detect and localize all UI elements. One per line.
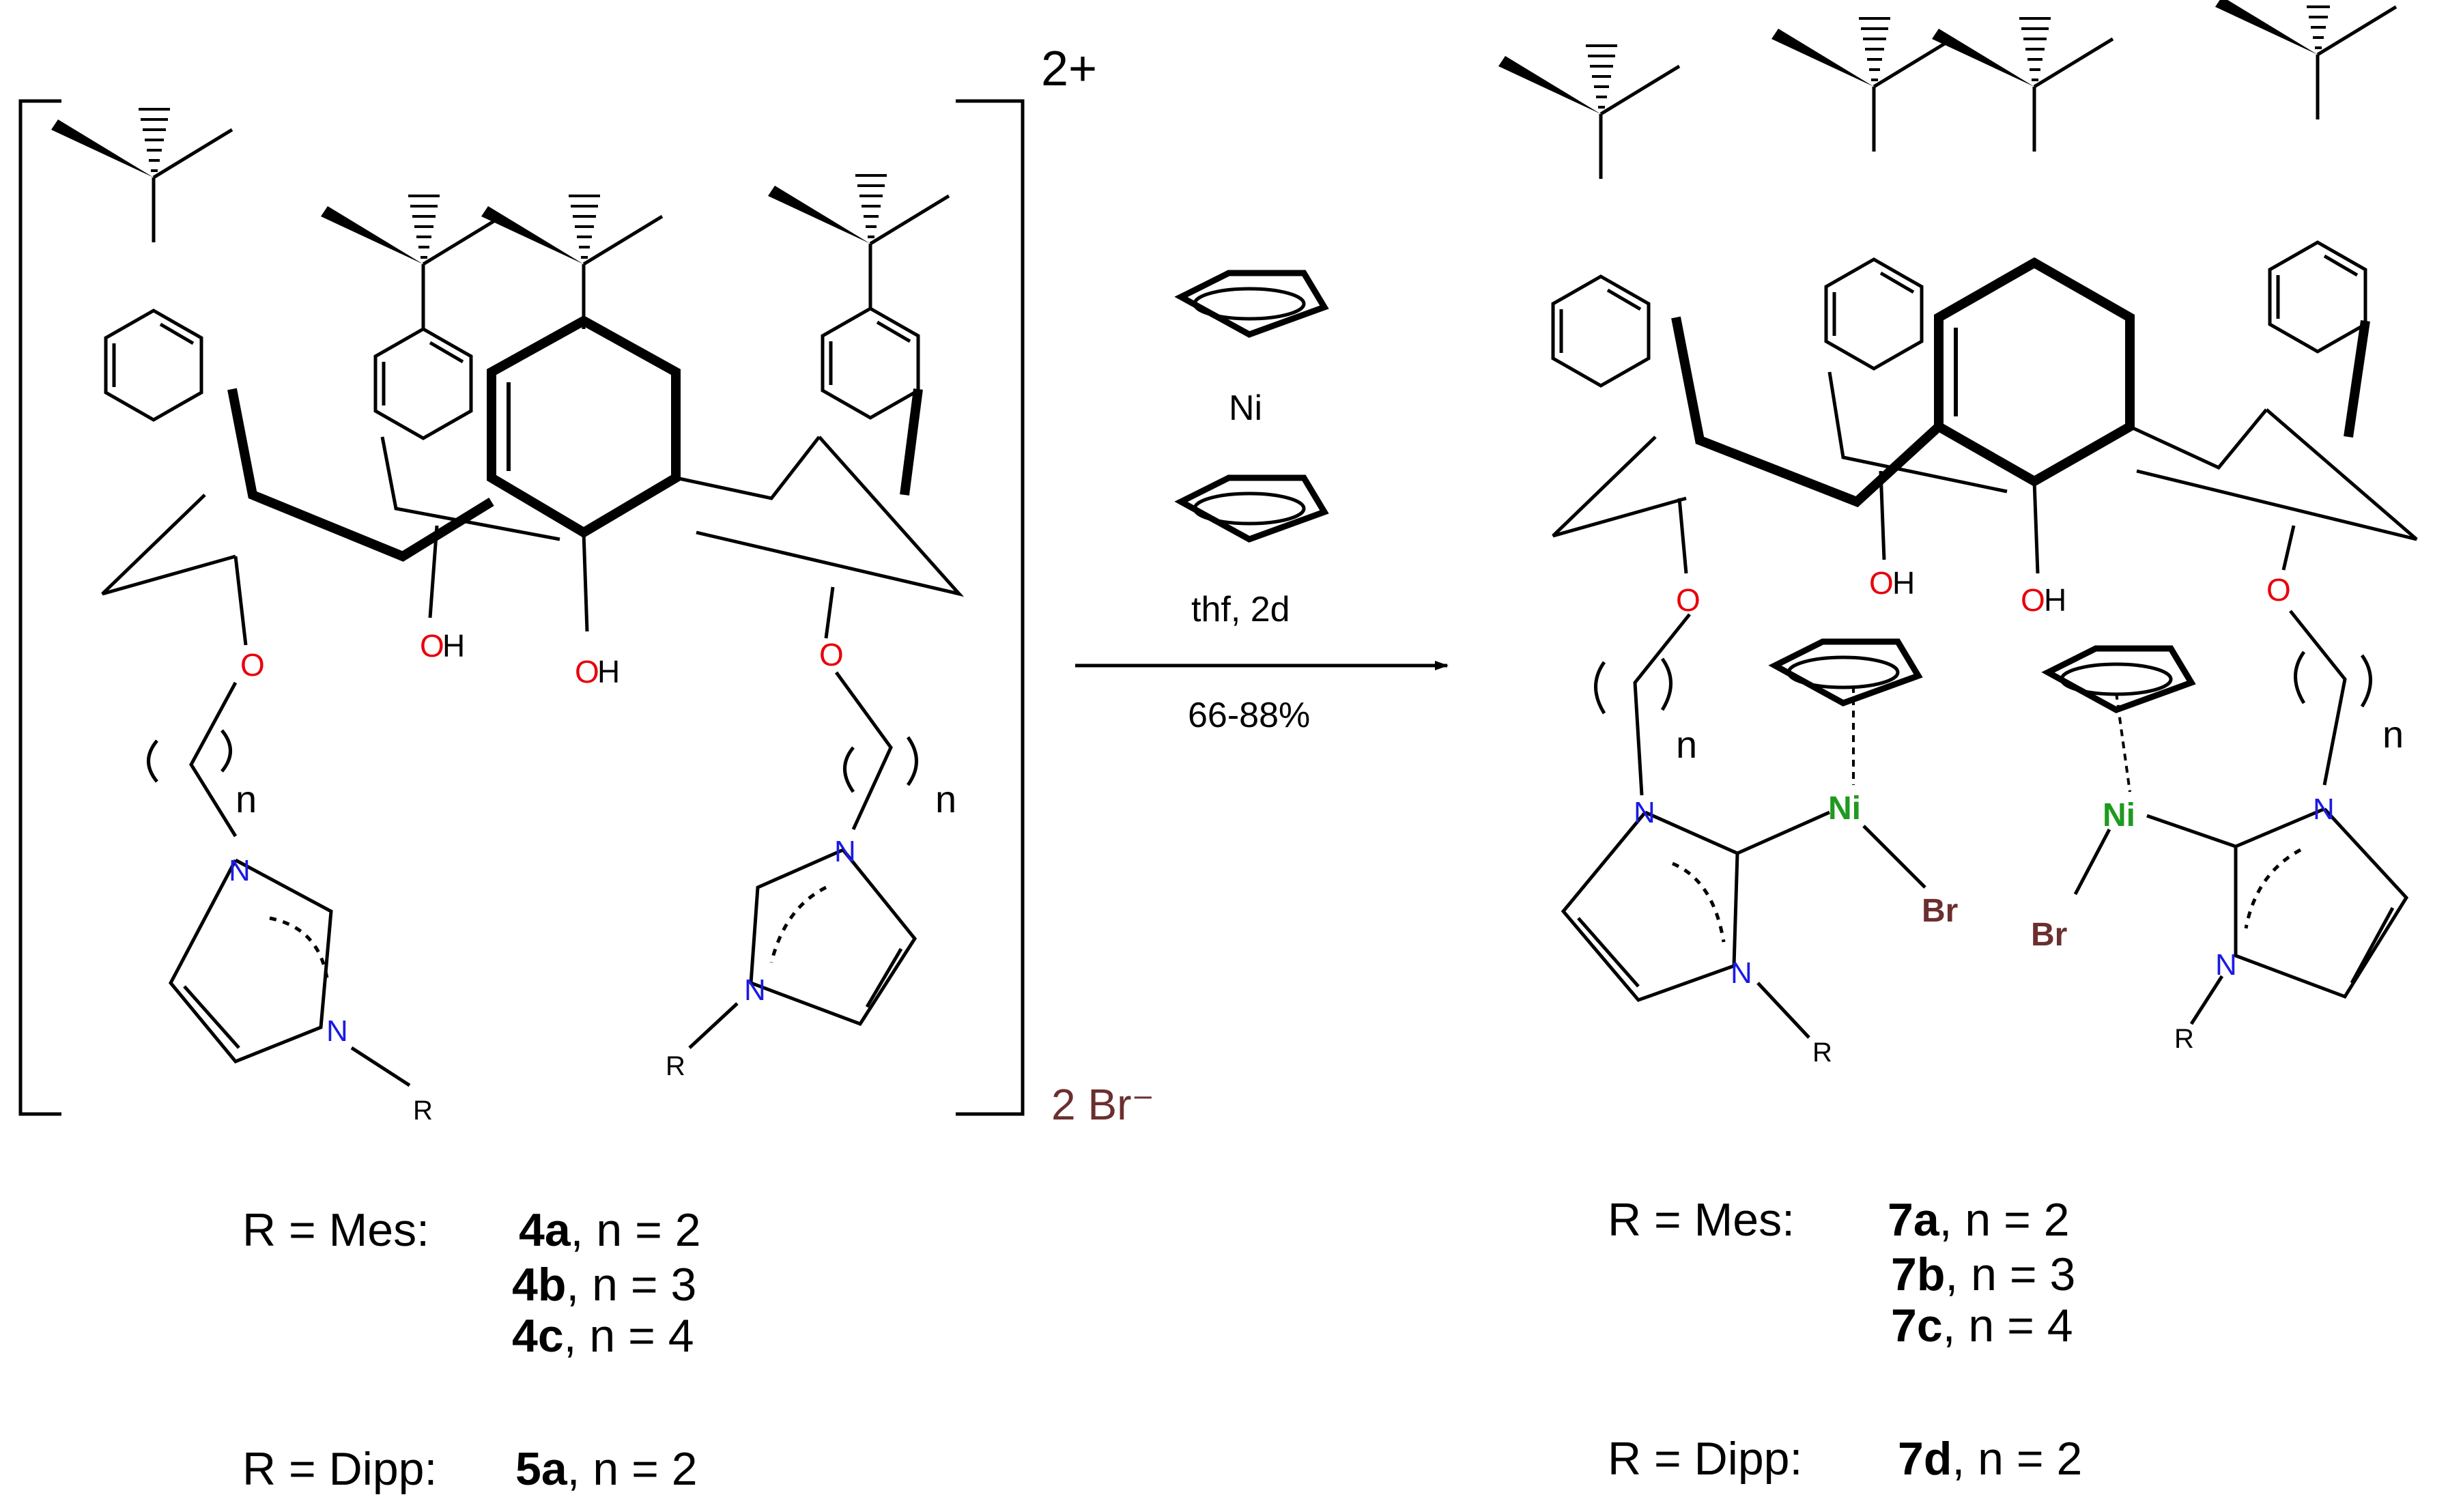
legend-mes-label-right: R = Mes: — [1608, 1194, 1795, 1246]
n-index-right-2: n — [2382, 713, 2404, 756]
legend-mes-label-left: R = Mes: — [242, 1204, 429, 1256]
r-group-label-right-2: R — [2174, 1024, 2194, 1054]
reaction-conditions: thf, 2d — [1191, 590, 1290, 629]
left-structure: O O O H O H N N N N R R n n 2+ 2 Br⁻ — [18, 42, 1154, 1129]
nitrogen-label-left-3: N — [834, 835, 856, 868]
nitrogen-label-right-3: N — [2313, 793, 2335, 826]
legend-row-5a: 5a, n = 2 — [515, 1443, 698, 1495]
nickel-label-right-2: Ni — [2103, 797, 2135, 833]
hydroxyl-h-right-2: H — [2044, 582, 2066, 618]
nitrogen-label-right-1: N — [1634, 796, 1655, 829]
hydroxyl-h-left-1: H — [442, 628, 465, 664]
legend-row-4c: 4c, n = 4 — [512, 1310, 694, 1362]
counterion-label: 2 Br⁻ — [1051, 1080, 1154, 1129]
legend-row-4a: 4a, n = 2 — [519, 1204, 701, 1256]
oxygen-label-left-1: O — [240, 647, 265, 683]
nickel-label-right-1: Ni — [1828, 790, 1861, 827]
nitrogen-label-left-2: N — [326, 1014, 348, 1048]
hydroxyl-o-right-2: O — [2021, 582, 2045, 618]
hydroxyl-h-left-2: H — [597, 654, 620, 689]
hydroxyl-o-right-1: O — [1869, 565, 1894, 601]
legend-dipp-label-left: R = Dipp: — [242, 1443, 437, 1495]
right-legend: R = Mes: 7a, n = 2 7b, n = 3 7c, n = 4 R… — [1608, 1194, 2082, 1485]
right-structure: O O O H O H N N N N Ni Ni Br Br R R n n — [1498, 0, 2418, 1068]
hydroxyl-h-right-1: H — [1892, 565, 1915, 601]
n-index-right-1: n — [1676, 723, 1697, 766]
reaction-arrow-group: Ni thf, 2d 66-88% — [1075, 273, 1449, 735]
oxygen-label-left-2: O — [819, 637, 844, 672]
reaction-yield: 66-88% — [1188, 696, 1310, 735]
reagent-metal-label: Ni — [1229, 388, 1262, 428]
n-index-left-1: n — [236, 778, 257, 821]
legend-row-7b: 7b, n = 3 — [1891, 1249, 2075, 1300]
hydroxyl-o-left-1: O — [420, 628, 444, 664]
left-bracket — [18, 99, 61, 1116]
legend-row-4b: 4b, n = 3 — [512, 1259, 696, 1311]
left-legend: R = Mes: 4a, n = 2 4b, n = 3 4c, n = 4 R… — [242, 1204, 701, 1495]
right-bracket — [956, 99, 1025, 1116]
hydroxyl-o-left-2: O — [575, 654, 599, 689]
charge-label: 2+ — [1041, 42, 1097, 96]
legend-row-7a: 7a, n = 2 — [1888, 1194, 2070, 1246]
legend-dipp-label-right: R = Dipp: — [1608, 1433, 1802, 1485]
n-index-left-2: n — [935, 778, 956, 821]
nitrogen-label-right-2: N — [1731, 956, 1752, 990]
nitrogen-label-left-4: N — [744, 973, 766, 1007]
legend-row-7d: 7d, n = 2 — [1898, 1433, 2082, 1485]
bromine-label-right-1: Br — [1922, 893, 1958, 929]
oxygen-label-right-1: O — [1676, 582, 1700, 618]
bromine-label-right-2: Br — [2031, 917, 2067, 953]
legend-row-7c: 7c, n = 4 — [1891, 1300, 2073, 1352]
oxygen-label-right-2: O — [2266, 572, 2291, 608]
nitrogen-label-left-1: N — [229, 854, 251, 887]
r-group-label-left-1: R — [413, 1096, 433, 1126]
r-group-label-right-1: R — [1812, 1038, 1832, 1068]
r-group-label-left-2: R — [666, 1051, 685, 1081]
nitrogen-label-right-4: N — [2215, 948, 2237, 982]
